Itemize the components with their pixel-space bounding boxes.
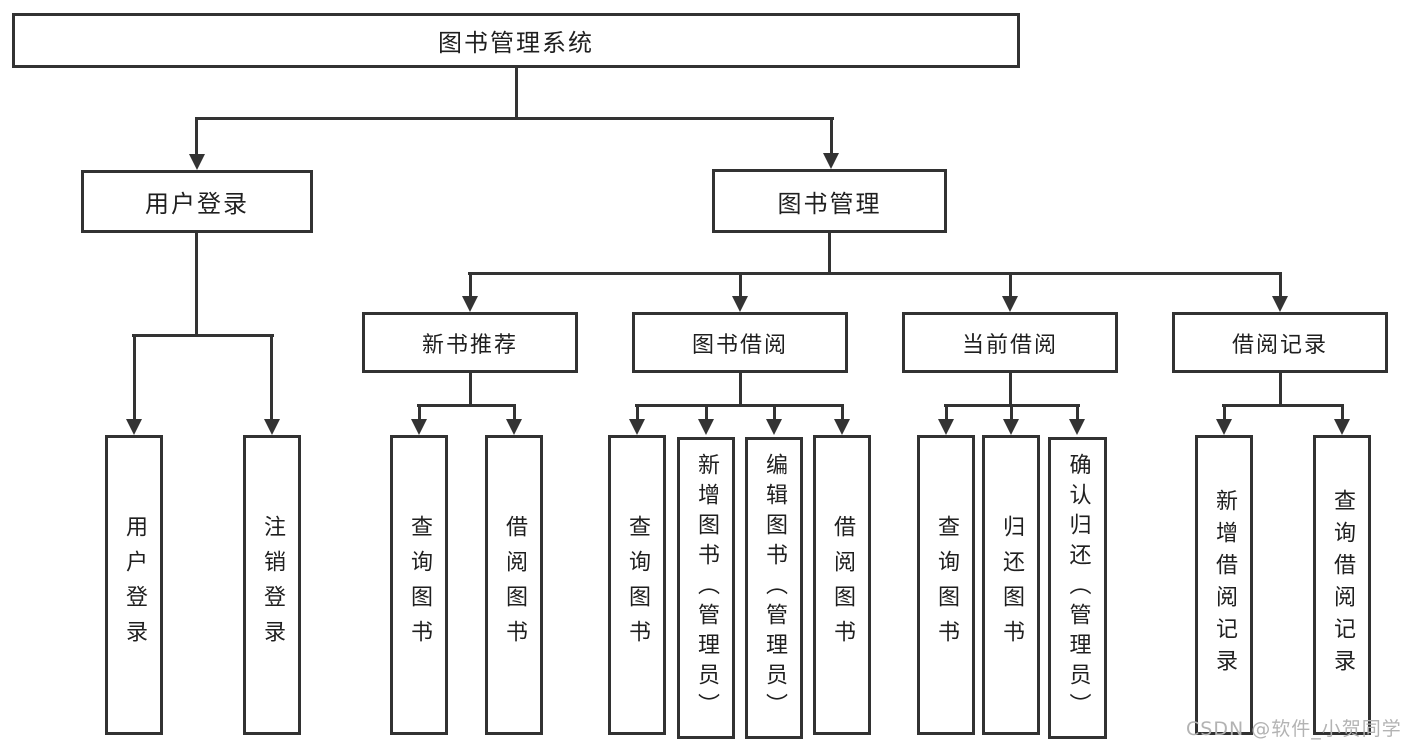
- connector-userlogin-branch: [132, 334, 274, 337]
- arrowhead-user-login: [189, 154, 205, 170]
- leaf-query-books-current: 查询图书: [917, 435, 975, 735]
- arrowhead-br-query: [1334, 419, 1350, 435]
- connector-bookborrow-branch: [635, 404, 844, 407]
- connector-recommend-branch: [417, 404, 516, 407]
- connector-stem-cb-confirm: [1076, 404, 1079, 420]
- connector-to-user-login: [195, 117, 198, 154]
- node-book-management: 图书管理: [712, 169, 947, 233]
- leaf-query-books-borrow: 查询图书: [608, 435, 666, 735]
- arrowhead-cb-return: [1003, 419, 1019, 435]
- node-user-login: 用户登录: [81, 170, 313, 233]
- arrowhead-br-add: [1216, 419, 1232, 435]
- arrowhead-leaf-login: [126, 419, 142, 435]
- arrowhead-leaf-logout: [264, 419, 280, 435]
- leaf-add-borrow-record: 新增借阅记录: [1195, 435, 1253, 735]
- connector-to-bookborrow: [739, 272, 742, 297]
- connector-to-leaf-login: [133, 334, 136, 419]
- arrowhead-bb-query: [629, 419, 645, 435]
- connector-userlogin-drop: [195, 233, 198, 335]
- connector-to-book-mgmt: [830, 117, 833, 154]
- leaf-query-borrow-record: 查询借阅记录: [1313, 435, 1371, 735]
- node-borrow-records: 借阅记录: [1172, 312, 1388, 373]
- connector-recommend-drop: [469, 373, 472, 406]
- connector-borrowrecords-branch: [1222, 404, 1344, 407]
- arrowhead-currentborrow: [1002, 296, 1018, 312]
- connector-to-currentborrow: [1009, 272, 1012, 297]
- leaf-add-book-admin: 新增图书（管理员）: [677, 437, 735, 739]
- connector-stem-bb-query: [636, 404, 639, 420]
- leaf-confirm-return-admin: 确认归还（管理员）: [1048, 437, 1107, 739]
- arrowhead-book-mgmt: [823, 153, 839, 169]
- arrowhead-nb-borrow: [506, 419, 522, 435]
- connector-stem-bb-edit: [773, 404, 776, 420]
- connector-stem-nb-borrow: [513, 404, 516, 420]
- node-current-borrow: 当前借阅: [902, 312, 1118, 373]
- leaf-return-books: 归还图书: [982, 435, 1040, 735]
- node-library-system: 图书管理系统: [12, 13, 1020, 68]
- connector-stem-cb-return: [1010, 404, 1013, 420]
- leaf-borrow-books-2: 借阅图书: [813, 435, 871, 735]
- arrowhead-bookborrow: [732, 296, 748, 312]
- connector-bookmgmt-branch: [468, 272, 1282, 275]
- connector-root-drop: [515, 68, 518, 118]
- arrowhead-recommend: [462, 296, 478, 312]
- arrowhead-bb-add: [698, 419, 714, 435]
- connector-stem-br-query: [1341, 404, 1344, 420]
- leaf-edit-book-admin: 编辑图书（管理员）: [745, 437, 803, 739]
- leaf-user-login: 用户登录: [105, 435, 163, 735]
- arrowhead-borrowrecords: [1272, 296, 1288, 312]
- connector-stem-cb-query: [945, 404, 948, 420]
- connector-stem-bb-add: [705, 404, 708, 420]
- connector-stem-br-add: [1223, 404, 1226, 420]
- connector-to-recommend: [469, 272, 472, 297]
- csdn-watermark: CSDN @软件_小贺同学: [1186, 718, 1402, 740]
- arrowhead-bb-borrow: [834, 419, 850, 435]
- connector-stem-bb-borrow: [841, 404, 844, 420]
- connector-to-borrowrecords: [1279, 272, 1282, 297]
- arrowhead-cb-confirm: [1069, 419, 1085, 435]
- arrowhead-cb-query: [938, 419, 954, 435]
- leaf-query-books-recommend: 查询图书: [390, 435, 448, 735]
- connector-currentborrow-drop: [1009, 373, 1012, 406]
- connector-bookborrow-drop: [739, 373, 742, 406]
- leaf-borrow-books-recommend: 借阅图书: [485, 435, 543, 735]
- connector-stem-nb-query: [418, 404, 421, 420]
- connector-root-branch: [195, 117, 834, 120]
- node-new-book-recommend: 新书推荐: [362, 312, 578, 373]
- connector-borrowrecords-drop: [1279, 373, 1282, 406]
- connector-to-leaf-logout: [270, 334, 273, 419]
- connector-bookmgmt-drop: [828, 233, 831, 274]
- leaf-logout-login: 注销登录: [243, 435, 301, 735]
- node-book-borrow: 图书借阅: [632, 312, 848, 373]
- arrowhead-bb-edit: [766, 419, 782, 435]
- arrowhead-nb-query: [411, 419, 427, 435]
